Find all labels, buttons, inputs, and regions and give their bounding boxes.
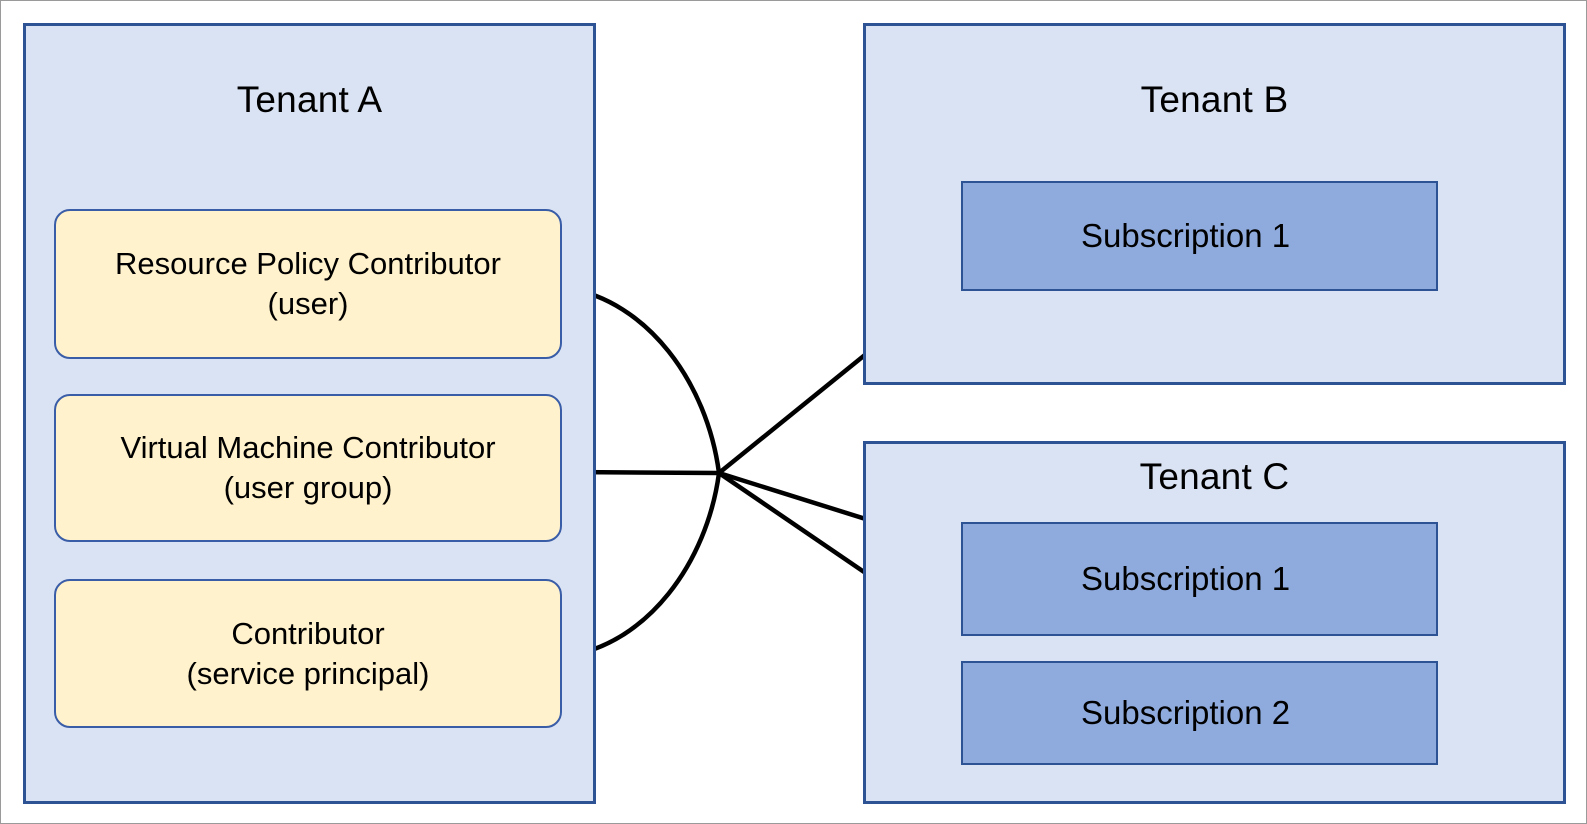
role-principal: (user group)	[223, 470, 393, 505]
role-name: Virtual Machine Contributor	[120, 430, 496, 466]
role-principal: (user)	[267, 286, 349, 321]
tenant-b-title: Tenant B	[1140, 79, 1289, 120]
connector-arc-top	[564, 285, 722, 476]
subscription-label: Subscription 2	[1081, 694, 1291, 731]
role-box-contributor[interactable]: Contributor (service principal)	[54, 579, 562, 728]
subscription-label: Subscription 1	[1081, 217, 1291, 254]
role-name: Resource Policy Contributor	[115, 246, 501, 282]
role-box-virtual-machine-contributor[interactable]: Virtual Machine Contributor (user group)	[54, 394, 562, 542]
subscription-box-tenant-b-1[interactable]: Subscription 1	[961, 181, 1438, 291]
subscription-label: Subscription 1	[1081, 560, 1291, 597]
role-principal: (service principal)	[186, 655, 430, 691]
connector-arc-bottom	[564, 470, 722, 659]
role-name: Contributor	[231, 615, 385, 651]
tenant-c-title: Tenant C	[1139, 456, 1290, 497]
tenant-a-title: Tenant A	[236, 79, 383, 120]
role-box-resource-policy-contributor[interactable]: Resource Policy Contributor (user)	[54, 209, 562, 359]
subscription-box-tenant-c-2[interactable]: Subscription 2	[961, 661, 1438, 765]
subscription-box-tenant-c-1[interactable]: Subscription 1	[961, 522, 1438, 636]
